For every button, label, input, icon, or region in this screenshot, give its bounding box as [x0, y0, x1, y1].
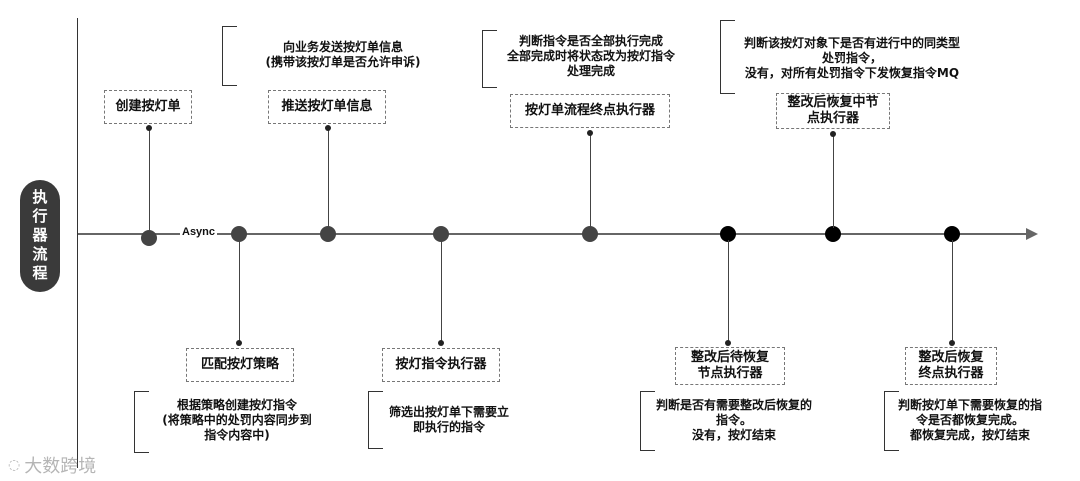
step-label-line1: 整改后待恢复 — [690, 350, 769, 365]
timeline-node-push — [320, 226, 336, 242]
note-line: (将策略中的处罚内容同步到 — [162, 413, 312, 427]
note-bracket — [884, 391, 899, 451]
note-bracket — [482, 30, 497, 88]
note-line: 处理完成 — [566, 64, 615, 78]
watermark-text: 大数跨境 — [24, 456, 97, 477]
watermark: ◌ 大数跨境 — [8, 452, 96, 478]
note-line: 指令内容中) — [204, 428, 270, 442]
connector-dot — [949, 340, 955, 346]
note-bracket — [368, 391, 383, 449]
note-line: 全部完成时将状态改为按灯指令 — [506, 49, 675, 63]
step-label-line1: 整改后恢复 — [918, 350, 984, 365]
timeline-node-end — [582, 226, 598, 242]
connector-dot — [587, 130, 593, 136]
connector-dot — [325, 125, 331, 131]
connector-dot — [236, 340, 242, 346]
note-line: 根据策略创建按灯指令 — [176, 398, 297, 412]
note-bracket — [134, 391, 149, 453]
timeline-node-exec — [433, 226, 449, 242]
note-line: 处罚指令， — [821, 51, 882, 65]
timeline-arrow-icon — [1026, 228, 1038, 240]
connector-dot — [725, 340, 731, 346]
step-label-line1: 整改后恢复中节 — [787, 95, 879, 110]
note-line: 判断按灯单下需要恢复的指 — [897, 398, 1042, 412]
connector-dot — [438, 340, 444, 346]
note-recover-end: 判断按灯单下需要恢复的指 令是否都恢复完成。 都恢复完成，按灯结束 — [884, 398, 1056, 443]
connector-push — [328, 128, 329, 228]
left-divider — [77, 18, 78, 468]
step-box-recover-end: 整改后恢复 终点执行器 — [905, 347, 997, 385]
step-label: 按灯指令执行器 — [395, 357, 487, 372]
step-label: 按灯单流程终点执行器 — [524, 103, 655, 118]
connector-end — [590, 133, 591, 228]
note-line: 令是否都恢复完成。 — [915, 413, 1024, 427]
note-line: 向业务发送按灯单信息 — [282, 40, 403, 54]
step-label-line2: 终点执行器 — [918, 366, 984, 381]
note-line: 判断指令是否全部执行完成 — [518, 34, 663, 48]
note-line: 指令。 — [715, 413, 752, 427]
step-box-push: 推送按灯单信息 — [268, 90, 386, 124]
step-label: 匹配按灯策略 — [200, 357, 279, 372]
connector-wait-recover — [728, 240, 729, 343]
async-label: Async — [180, 226, 218, 238]
side-label: 执行器流程 — [30, 188, 49, 284]
note-line: 判断是否有需要整改后恢复的 — [655, 398, 812, 412]
step-label-line2: 点执行器 — [806, 111, 859, 126]
connector-match — [239, 240, 240, 343]
timeline-node-recovering — [825, 226, 841, 242]
side-label-pill: 执行器流程 — [20, 180, 60, 292]
note-bracket — [640, 391, 655, 451]
step-box-recovering: 整改后恢复中节 点执行器 — [776, 93, 890, 129]
note-end: 判断指令是否全部执行完成 全部完成时将状态改为按灯指令 处理完成 — [486, 34, 696, 79]
timeline-node-recover-end — [944, 226, 960, 242]
step-box-match: 匹配按灯策略 — [186, 348, 294, 382]
note-recovering: 判断该按灯对象下是否有进行中的同类型 处罚指令， 没有，对所有处罚指令下发恢复指… — [724, 36, 980, 81]
note-line: (携带该按灯单是否允许申诉) — [265, 55, 421, 69]
note-line: 都恢复完成，按灯结束 — [909, 428, 1030, 442]
timeline-node-create — [141, 230, 157, 246]
note-match: 根据策略创建按灯指令 (将策略中的处罚内容同步到 指令内容中) — [140, 398, 334, 443]
step-label-line2: 节点执行器 — [697, 366, 763, 381]
step-label: 创建按灯单 — [115, 99, 181, 114]
note-wait-recover: 判断是否有需要整改后恢复的 指令。 没有，按灯结束 — [642, 398, 826, 443]
connector-exec — [441, 240, 442, 343]
connector-recover-end — [952, 240, 953, 343]
note-line: 筛选出按灯单下需要立 — [388, 405, 509, 419]
timeline-node-match — [231, 226, 247, 242]
connector-recovering — [833, 134, 834, 228]
connector-create — [149, 128, 150, 232]
step-box-wait-recover: 整改后待恢复 节点执行器 — [675, 347, 785, 385]
connector-dot — [830, 131, 836, 137]
note-line: 即执行的指令 — [412, 420, 485, 434]
wechat-logo-icon: ◌ — [8, 457, 21, 473]
connector-dot — [146, 125, 152, 131]
step-box-exec: 按灯指令执行器 — [382, 348, 500, 382]
note-line: 没有，按灯结束 — [691, 428, 776, 442]
note-push: 向业务发送按灯单信息 (携带该按灯单是否允许申诉) — [238, 40, 448, 70]
timeline-axis — [78, 233, 1028, 235]
step-label: 推送按灯单信息 — [281, 99, 373, 114]
note-exec: 筛选出按灯单下需要立 即执行的指令 — [370, 405, 528, 435]
note-bracket — [720, 20, 735, 94]
note-bracket — [222, 26, 237, 86]
timeline-node-wait-recover — [720, 226, 736, 242]
note-line: 没有，对所有处罚指令下发恢复指令MQ — [744, 66, 960, 80]
step-box-end: 按灯单流程终点执行器 — [510, 94, 670, 128]
note-line: 判断该按灯对象下是否有进行中的同类型 — [743, 36, 960, 50]
step-box-create: 创建按灯单 — [104, 90, 192, 124]
